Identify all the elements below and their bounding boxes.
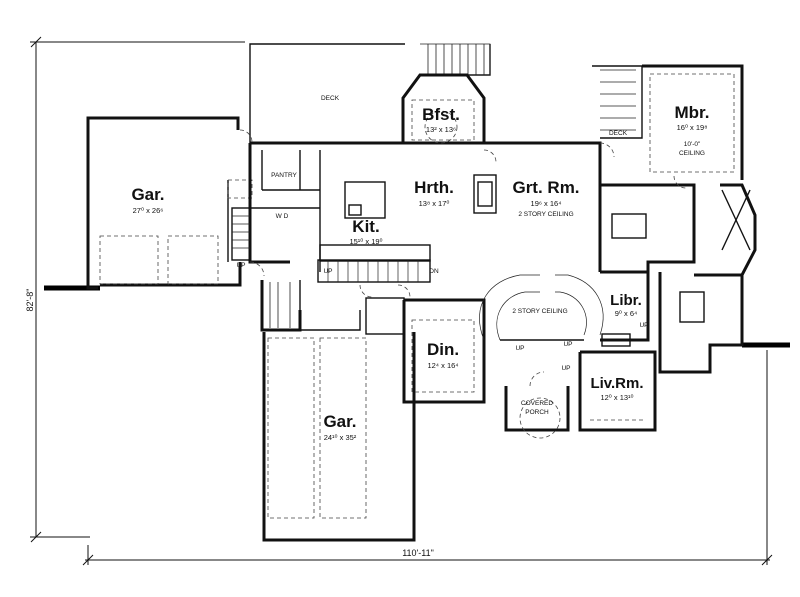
up-label-library: UP — [639, 322, 648, 329]
up-label-foyer-left: UP — [515, 345, 524, 352]
dining-name: Din. — [427, 340, 459, 359]
great-room-size: 19⁶ x 16⁴ — [531, 199, 562, 208]
dimension-lines — [30, 36, 773, 566]
up-label-garage: UP — [236, 262, 245, 269]
deck-main-label: DECK — [321, 95, 340, 102]
hearth-name: Hrth. — [414, 178, 454, 197]
breakfast-name: Bfst. — [422, 105, 460, 124]
door-swings — [239, 129, 687, 387]
garage-front-size: 24¹⁰ x 35² — [324, 433, 357, 442]
covered-porch-label-1: COVERED — [521, 400, 553, 407]
garage-side-name: Gar. — [131, 185, 164, 204]
covered-porch-label-2: PORCH — [525, 409, 549, 416]
living-room-name: Liv.Rm. — [590, 375, 643, 392]
kitchen-size: 15¹⁰ x 19⁰ — [349, 237, 382, 246]
grade-lines — [44, 285, 790, 348]
pantry-label: PANTRY — [271, 172, 297, 179]
master-suite — [592, 64, 757, 374]
library-size: 9⁰ x 6⁴ — [615, 309, 638, 318]
hearth-size: 13⁸ x 17⁰ — [419, 199, 450, 208]
covered-porch — [504, 386, 570, 439]
garage-side-size: 27⁰ x 26⁶ — [133, 206, 164, 215]
living-room — [578, 350, 657, 432]
great-room-name: Grt. Rm. — [512, 178, 579, 197]
living-room-size: 12⁰ x 13¹⁰ — [600, 393, 633, 402]
library-name: Libr. — [610, 292, 642, 309]
master-bedroom-name: Mbr. — [675, 103, 710, 122]
front-garage — [262, 332, 416, 542]
dining-room — [402, 298, 486, 404]
overall-depth-label: 82'-8" — [25, 289, 35, 312]
deck-master-label: DECK — [609, 130, 628, 137]
kitchen-name: Kit. — [352, 217, 379, 236]
great-room-note: 2 STORY CEILING — [518, 211, 573, 218]
library — [600, 270, 650, 347]
garage-stair — [231, 207, 251, 261]
up-label-foyer-right: UP — [563, 341, 572, 348]
up-label-living: UP — [561, 365, 570, 372]
mudroom — [260, 280, 405, 335]
breakfast-size: 13² x 13⁶ — [426, 125, 456, 134]
foyer-note: 2 STORY CEILING — [512, 308, 567, 315]
master-bedroom-size: 16⁰ x 19⁸ — [677, 123, 708, 132]
annotation-labels: DECK DECK PANTRY W D COVERED PORCH UP UP… — [236, 95, 648, 416]
dn-label-kitchen: DN — [429, 268, 439, 275]
room-labels: Gar. 27⁰ x 26⁶ Gar. 24¹⁰ x 35² Bfst. 13²… — [131, 103, 709, 442]
dining-size: 12⁴ x 16⁴ — [427, 361, 458, 370]
up-label-kitchen: UP — [323, 268, 332, 275]
kitchen-stair — [317, 259, 431, 283]
wd-label: W D — [276, 213, 289, 220]
master-bedroom-note-1: 10'-0" — [684, 141, 701, 148]
side-garage — [86, 116, 253, 290]
overall-width-label: 110'-11" — [402, 548, 434, 558]
master-bedroom-note-2: CEILING — [679, 150, 705, 157]
garage-front-name: Gar. — [323, 412, 356, 431]
foyer-stair — [479, 274, 604, 341]
